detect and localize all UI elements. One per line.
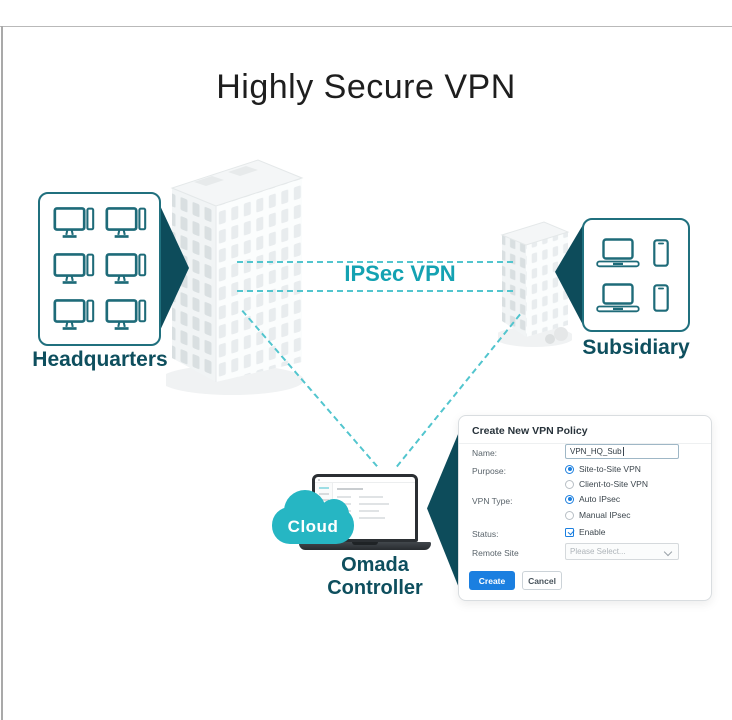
create-button[interactable]: Create (469, 571, 515, 590)
enable-checkbox-row[interactable]: Enable (565, 527, 605, 537)
ipsec-vpn-label: IPSec VPN (344, 261, 456, 286)
dialog-divider (459, 443, 711, 444)
vpn-policy-dialog: Create New VPN Policy Name: VPN_HQ_Sub P… (458, 415, 712, 601)
remote-site-label: Remote Site (472, 548, 519, 558)
controller-label-line2: Controller (327, 577, 423, 599)
remote-site-value: Please Select... (570, 547, 626, 556)
radio-site-to-site-vpn[interactable]: Site-to-Site VPN (565, 464, 641, 474)
desktop-computer-icon (105, 207, 147, 240)
desktop-computer-icon (53, 207, 95, 240)
desktop-computer-icon (53, 299, 95, 332)
radio-label: Client-to-Site VPN (579, 479, 648, 489)
purpose-label: Purpose: (472, 466, 507, 476)
vpn-dash-line-top (237, 261, 513, 263)
radio-manual-ipsec[interactable]: Manual IPsec (565, 510, 631, 520)
remote-site-select[interactable]: Please Select... (565, 543, 679, 560)
phone-icon (653, 239, 669, 267)
laptop-icon (596, 283, 640, 313)
cloud-badge: Cloud (272, 490, 354, 544)
phone-icon (653, 284, 669, 312)
radio-selected-icon[interactable] (565, 494, 574, 504)
radio-label: Site-to-Site VPN (579, 464, 641, 474)
status-label: Status: (472, 529, 499, 539)
cancel-button[interactable]: Cancel (522, 571, 562, 590)
headquarters-label: Headquarters (32, 348, 168, 371)
radio-unselected-icon[interactable] (565, 479, 574, 489)
laptop-icon (596, 238, 640, 268)
name-input[interactable]: VPN_HQ_Sub (565, 444, 679, 459)
cloud-label: Cloud (287, 517, 339, 536)
page-title: Highly Secure VPN (216, 68, 516, 106)
laptop-screen-titlebar (315, 477, 415, 483)
name-label: Name: (472, 448, 498, 458)
name-input-value: VPN_HQ_Sub (570, 447, 622, 456)
controller-label-line1: Omada (341, 554, 409, 576)
text-cursor (622, 447, 624, 456)
frame-top-line (0, 26, 732, 27)
chevron-down-icon (663, 547, 673, 557)
desktop-computer-icon (105, 299, 147, 332)
radio-auto-ipsec[interactable]: Auto IPsec (565, 494, 620, 504)
desktop-computer-icon (105, 253, 147, 286)
cloud-shape (272, 507, 354, 544)
subsidiary-device-row (596, 283, 676, 313)
headquarters-building (166, 159, 304, 395)
radio-client-to-site-vpn[interactable]: Client-to-Site VPN (565, 479, 648, 489)
controller-laptop-base (299, 542, 431, 550)
subsidiary-building (498, 221, 572, 347)
headquarters-device-box (38, 192, 161, 346)
subsidiary-label: Subsidiary (582, 336, 690, 359)
omada-controller-label: Omada Controller (295, 554, 455, 600)
radio-selected-icon[interactable] (565, 464, 574, 474)
frame-left-line (1, 26, 3, 720)
radio-unselected-icon[interactable] (565, 510, 574, 520)
vpn-type-label: VPN Type: (472, 496, 513, 506)
checkbox-checked-icon[interactable] (565, 527, 574, 537)
checkbox-label: Enable (579, 527, 606, 537)
subsidiary-device-row (596, 238, 676, 268)
vpn-dash-line-bottom (237, 290, 513, 292)
desktop-computer-icon (53, 253, 95, 286)
subsidiary-device-box (582, 218, 690, 332)
dialog-title: Create New VPN Policy (472, 425, 588, 437)
radio-label: Auto IPsec (579, 494, 621, 504)
radio-label: Manual IPsec (579, 510, 631, 520)
